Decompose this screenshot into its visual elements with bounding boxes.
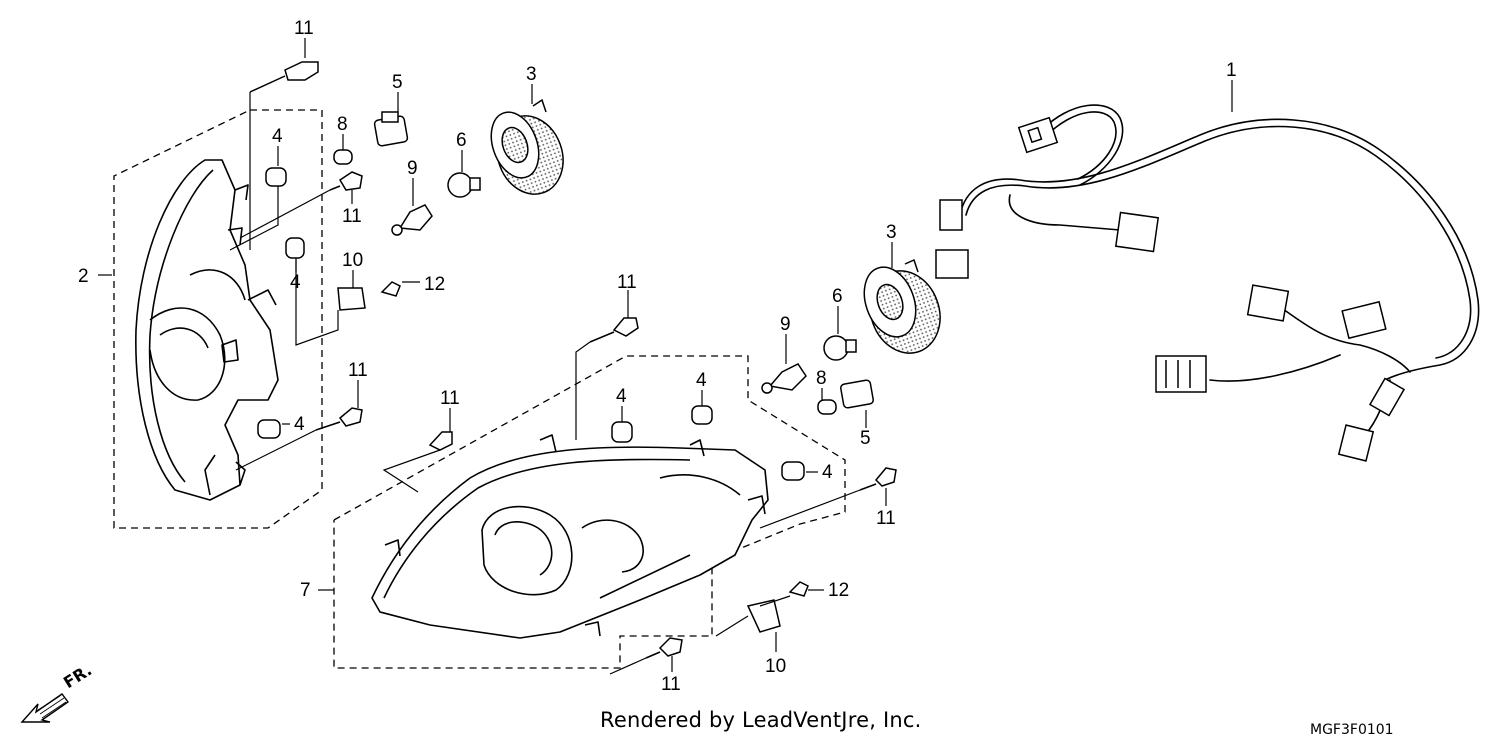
front-direction-arrow-icon: [20, 693, 69, 723]
render-credit: Rendered by LeadVentJre, Inc.: [600, 708, 922, 732]
callout-11-top: 11: [294, 18, 314, 39]
wire-harness: [959, 104, 1480, 436]
callout-2: 2: [78, 266, 89, 287]
assembly-box-left: [113, 109, 323, 529]
callout-6-right: 6: [832, 286, 843, 307]
callout-5-top: 5: [392, 72, 403, 93]
callout-10-bottom: 10: [765, 656, 786, 677]
callout-3-right: 3: [886, 222, 897, 243]
callout-11-mid: 11: [342, 206, 362, 227]
callout-12-bottom: 12: [828, 580, 849, 601]
headlight-assembly-left: [135, 159, 279, 501]
callout-11-left-low: 11: [348, 360, 368, 381]
callout-11-center-left: 11: [440, 388, 460, 409]
callout-4-center-a: 4: [616, 386, 627, 407]
small-parts: [249, 61, 897, 659]
callout-labels: 11 5 3 8 4 6 9 11 2 10 4 12 11 4 1 3 6 9…: [78, 18, 1237, 695]
callout-5-right: 5: [860, 428, 871, 449]
diagram-code: MGF3F0101: [1310, 722, 1394, 738]
callout-11-right: 11: [876, 508, 896, 529]
callout-11-center-top: 11: [617, 272, 637, 293]
callout-8-top: 8: [337, 114, 348, 135]
callout-6-top: 6: [456, 130, 467, 151]
callout-9-top: 9: [407, 158, 418, 179]
bulb-cap-top: [490, 98, 564, 195]
assembly-box-center: [333, 355, 846, 669]
callout-12-top: 12: [424, 274, 445, 295]
callout-4-mid: 4: [290, 272, 301, 293]
callout-10-top: 10: [342, 250, 363, 271]
headlight-assembly-center: [371, 434, 769, 639]
leader-lines: [98, 38, 1233, 675]
bulb-cap-right: [863, 258, 941, 354]
callout-3-top: 3: [526, 64, 537, 85]
callout-7: 7: [300, 580, 311, 601]
callout-8-right: 8: [816, 368, 827, 389]
callout-4-right: 4: [822, 462, 833, 483]
callout-4-top: 4: [272, 126, 283, 147]
callout-4-left-low: 4: [294, 414, 305, 435]
harness-connectors: [935, 116, 1406, 462]
callout-9-right: 9: [780, 314, 791, 335]
callout-11-bottom: 11: [661, 674, 681, 695]
callout-1: 1: [1226, 60, 1237, 81]
callout-4-center-b: 4: [696, 370, 707, 391]
